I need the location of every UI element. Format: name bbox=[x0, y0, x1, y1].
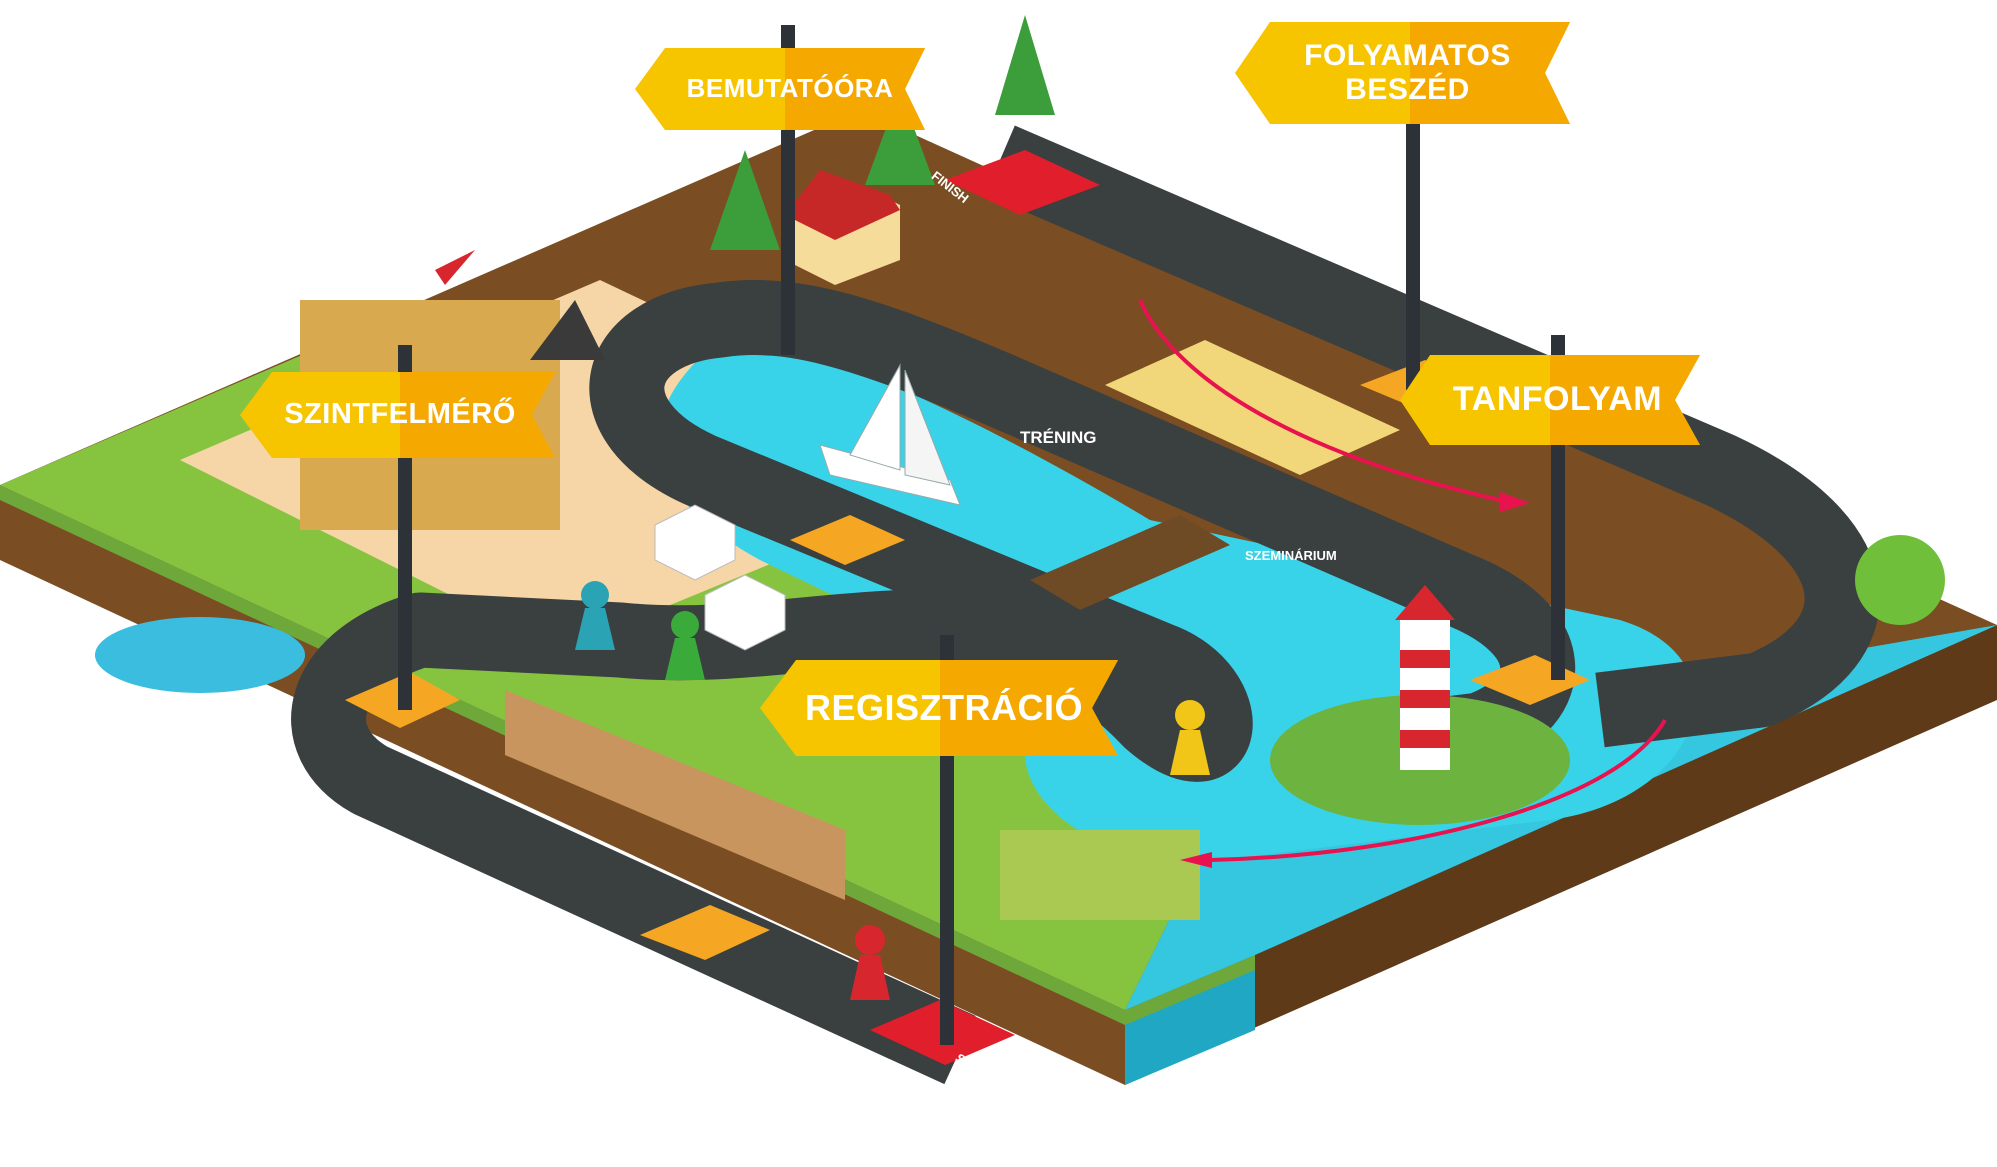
track-label-szeminarium: SZEMINÁRIUM bbox=[1245, 548, 1337, 563]
orange-tile bbox=[640, 905, 770, 960]
sailboat-sail bbox=[904, 369, 951, 486]
sign-bemutatoora[interactable]: BEMUTATÓÓRA bbox=[635, 48, 925, 130]
bridge bbox=[1030, 515, 1230, 610]
sign-label: BEMUTATÓÓRA bbox=[686, 73, 894, 104]
pawn-green-body bbox=[665, 638, 705, 680]
sign-label-line1: FOLYAMATOS bbox=[1304, 38, 1511, 72]
lighthouse-stripe bbox=[1400, 730, 1450, 748]
board-side-right-water bbox=[1125, 955, 1255, 1085]
house-roof bbox=[785, 170, 900, 240]
direction-arrow bbox=[1209, 719, 1667, 862]
lighthouse-stripe bbox=[1400, 650, 1450, 668]
sign-label-line2: BESZÉD bbox=[1345, 73, 1470, 106]
castle-flag bbox=[435, 250, 475, 285]
track-label-trening: TRÉNING bbox=[1020, 428, 1097, 447]
sign-board-shape bbox=[1235, 22, 1570, 124]
sign-label: REGISZTRÁCIÓ bbox=[804, 687, 1083, 729]
pond bbox=[95, 617, 305, 693]
great-wall bbox=[505, 690, 845, 900]
direction-arrow-head bbox=[1180, 852, 1212, 868]
sign-board-shape bbox=[635, 48, 925, 130]
sign-tanfolyam[interactable]: TANFOLYAM bbox=[1400, 355, 1700, 445]
sign-label: TANFOLYAM bbox=[1452, 380, 1663, 419]
pawn-teal-head bbox=[581, 581, 609, 609]
pine-tree bbox=[865, 90, 935, 185]
dice bbox=[654, 504, 736, 581]
lighthouse-stripe bbox=[1400, 690, 1450, 708]
sign-label: SZINTFELMÉRŐ bbox=[284, 398, 516, 431]
pawn-green-head bbox=[671, 611, 699, 639]
road-track-upper bbox=[985, 125, 1880, 748]
green-bushes bbox=[1000, 830, 1200, 920]
pawn-yellow-head bbox=[1175, 700, 1205, 730]
lighthouse-roof bbox=[1395, 585, 1455, 620]
dice bbox=[704, 574, 786, 651]
pawn-yellow-body bbox=[1170, 730, 1210, 775]
castle-tower-roof bbox=[530, 300, 605, 360]
sign-folyamatos-beszed[interactable]: FOLYAMATOS BESZÉD bbox=[1235, 22, 1570, 124]
board-side-right-grass bbox=[1125, 955, 1255, 1025]
pine-tree bbox=[995, 15, 1055, 115]
finish-tile bbox=[945, 150, 1100, 215]
direction-arrow-head bbox=[1500, 492, 1530, 512]
pawn-red-head bbox=[855, 925, 885, 955]
flower-bush bbox=[1855, 535, 1945, 625]
pawn-red-body bbox=[850, 955, 890, 1000]
sign-regisztracio[interactable]: REGISZTRÁCIÓ bbox=[760, 660, 1118, 756]
pine-tree bbox=[710, 150, 780, 250]
sign-board-shape bbox=[760, 660, 1118, 756]
road-track bbox=[291, 280, 1576, 1085]
direction-arrow bbox=[1138, 299, 1501, 502]
orange-tile bbox=[790, 515, 905, 565]
sign-szintfelmero[interactable]: SZINTFELMÉRŐ bbox=[240, 372, 555, 458]
sign-board-shape bbox=[1400, 355, 1700, 445]
sign-label: FOLYAMATOS BESZÉD bbox=[1235, 22, 1570, 124]
board-side-right bbox=[1125, 625, 1997, 1085]
sign-board-shape bbox=[240, 372, 555, 458]
sailboat-sail bbox=[849, 363, 901, 471]
pawn-teal-body bbox=[575, 608, 615, 650]
